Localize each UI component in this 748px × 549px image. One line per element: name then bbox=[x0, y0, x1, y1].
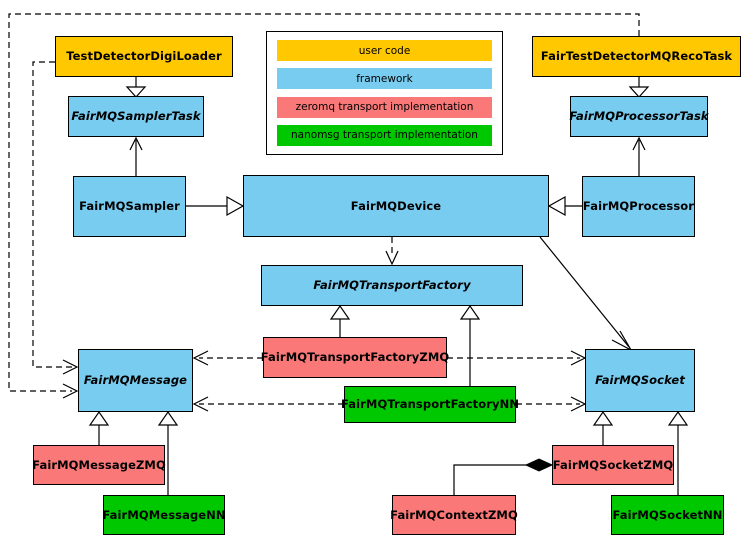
node-label: FairMQProcessor bbox=[582, 199, 695, 214]
legend-item-zeromq: zeromq transport implementation bbox=[277, 96, 492, 118]
node-fairmqsocketnn[interactable]: FairMQSocketNN bbox=[611, 495, 724, 535]
legend-item-nanomsg: nanomsg transport implementation bbox=[277, 124, 492, 146]
node-label: FairMQMessageNN bbox=[102, 507, 226, 522]
node-fairmqprocessor[interactable]: FairMQProcessor bbox=[582, 176, 695, 237]
legend-item-framework: framework bbox=[277, 68, 492, 90]
node-label: FairMQSampler bbox=[79, 199, 180, 214]
edge-socketzmq-to-contextzmq bbox=[453, 458, 554, 495]
edge-recotask-to-processortask bbox=[628, 77, 650, 98]
node-label: FairMQContextZMQ bbox=[390, 507, 518, 522]
node-fairtestdetectormqrecotask[interactable]: FairTestDetectorMQRecoTask bbox=[532, 36, 741, 77]
node-fairmqmessagezmq[interactable]: FairMQMessageZMQ bbox=[32, 445, 166, 485]
edge-sampler-to-device bbox=[186, 195, 245, 217]
node-label: FairMQSocket bbox=[595, 373, 685, 388]
node-fairmqmessagenn[interactable]: FairMQMessageNN bbox=[102, 495, 226, 535]
edge-messagezmq-to-message bbox=[88, 410, 110, 445]
node-fairmqsamplertask[interactable]: FairMQSamplerTask bbox=[68, 96, 204, 137]
edge-device-to-socket bbox=[539, 236, 633, 352]
legend-item-label: framework bbox=[356, 72, 413, 85]
edge-factorynn-to-socket bbox=[516, 396, 587, 412]
node-label: FairMQTransportFactory bbox=[313, 278, 471, 293]
edge-factorynn-to-message bbox=[192, 396, 344, 412]
edge-socketzmq-to-socket bbox=[592, 410, 614, 445]
node-label: TestDetectorDigiLoader bbox=[66, 49, 222, 64]
node-fairmqprocessortask[interactable]: FairMQProcessorTask bbox=[569, 96, 709, 137]
node-fairmqdevice[interactable]: FairMQDevice bbox=[243, 175, 549, 237]
node-fairmqsampler[interactable]: FairMQSampler bbox=[73, 176, 186, 237]
legend-item-user-code: user code bbox=[277, 40, 492, 61]
legend: user code framework zeromq transport imp… bbox=[266, 31, 503, 155]
node-label: FairTestDetectorMQRecoTask bbox=[540, 49, 733, 64]
node-fairmqtransportfactoryzmq[interactable]: FairMQTransportFactoryZMQ bbox=[260, 337, 450, 378]
node-label: FairMQMessageZMQ bbox=[32, 457, 166, 472]
node-label: FairMQTransportFactoryNN bbox=[340, 397, 520, 412]
edge-processor-to-processortask bbox=[632, 136, 646, 176]
edge-digiloader-to-samplertask bbox=[125, 77, 147, 98]
legend-item-label: nanomsg transport implementation bbox=[291, 129, 478, 142]
edge-factorynn-to-factory bbox=[459, 304, 481, 386]
edge-processor-to-device bbox=[547, 195, 582, 217]
node-label: FairMQSocketNN bbox=[612, 507, 723, 522]
node-label: FairMQSamplerTask bbox=[71, 109, 201, 124]
edge-factoryzmq-to-factory bbox=[329, 304, 351, 337]
legend-item-label: user code bbox=[358, 44, 411, 57]
node-fairmqtransportfactory[interactable]: FairMQTransportFactory bbox=[261, 265, 523, 306]
edge-sampler-to-samplertask bbox=[129, 136, 143, 176]
node-testdetectordigiloader[interactable]: TestDetectorDigiLoader bbox=[55, 36, 233, 77]
node-label: FairMQTransportFactoryZMQ bbox=[260, 350, 450, 365]
node-fairmqmessage[interactable]: FairMQMessage bbox=[78, 349, 193, 412]
edge-device-to-transportfactory bbox=[385, 237, 399, 266]
legend-item-label: zeromq transport implementation bbox=[295, 101, 474, 114]
node-label: FairMQDevice bbox=[350, 198, 442, 213]
node-fairmqsocket[interactable]: FairMQSocket bbox=[585, 349, 695, 412]
node-label: FairMQMessage bbox=[83, 373, 188, 388]
edge-factoryzmq-to-message bbox=[192, 350, 263, 366]
node-label: FairMQProcessorTask bbox=[569, 109, 709, 124]
edge-factoryzmq-to-socket bbox=[447, 350, 587, 366]
node-fairmqsocketzmq[interactable]: FairMQSocketZMQ bbox=[552, 445, 674, 485]
node-fairmqcontextzmq[interactable]: FairMQContextZMQ bbox=[390, 495, 518, 535]
node-fairmqtransportfactorynn[interactable]: FairMQTransportFactoryNN bbox=[340, 386, 520, 423]
node-label: FairMQSocketZMQ bbox=[552, 457, 674, 472]
